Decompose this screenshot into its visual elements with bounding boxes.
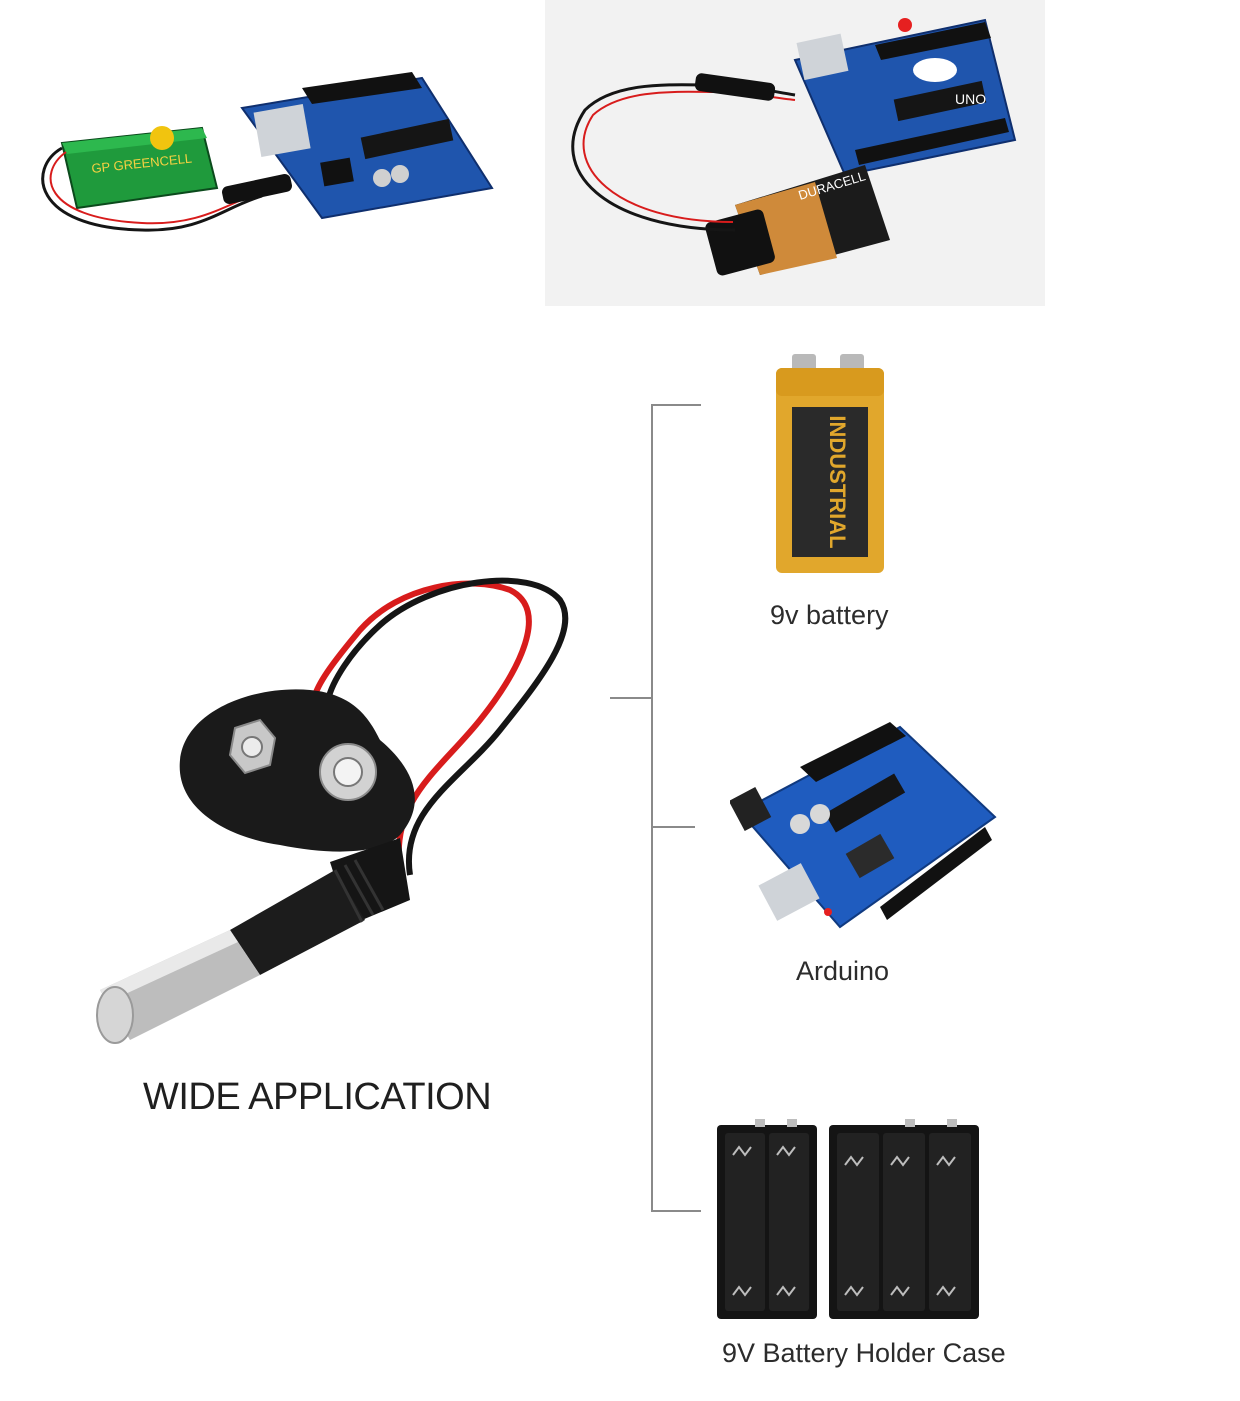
battery-holder-cases-art	[717, 1119, 979, 1319]
photo-arduino-gp-battery-art: GP GREENCELL	[41, 72, 494, 232]
uno-text: UNO	[955, 91, 986, 107]
industrial-9v-battery-art: INDUSTRIAL	[776, 354, 884, 573]
battery-holder-cases	[715, 1115, 985, 1325]
industrial-9v-battery: INDUSTRIAL	[770, 352, 890, 577]
arduino-board	[728, 722, 1000, 937]
battery-snap-connector	[80, 570, 620, 1070]
connector-line-main	[610, 697, 652, 699]
label-battery-holder-case: 9V Battery Holder Case	[722, 1338, 1006, 1368]
connector-branch-holder	[651, 1210, 701, 1212]
battery-snap-connector-art	[96, 577, 569, 1044]
photo-arduino-uno-duracell-art: UNO DURACELL	[545, 0, 1045, 306]
connector-branch-arduino	[651, 826, 695, 828]
label-wide-application: WIDE APPLICATION	[143, 1076, 492, 1118]
label-arduino: Arduino	[796, 956, 890, 986]
connector-branch-battery	[651, 404, 701, 406]
industrial-text: INDUSTRIAL	[825, 415, 850, 548]
photo-arduino-uno-duracell: UNO DURACELL	[545, 0, 1045, 306]
arduino-board-art	[728, 722, 997, 929]
connector-line-vertical	[651, 404, 653, 1212]
label-9v-battery: 9v battery	[770, 600, 889, 630]
photo-arduino-gp-battery: GP GREENCELL	[22, 68, 497, 248]
